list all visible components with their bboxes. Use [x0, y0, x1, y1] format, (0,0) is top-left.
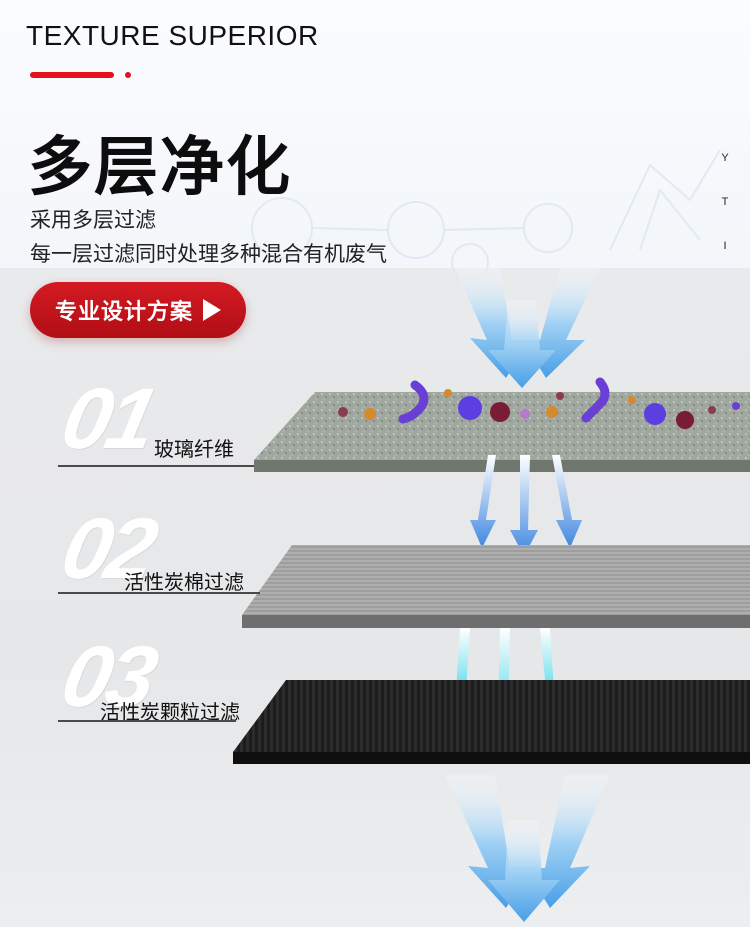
carbon-granule-layer — [233, 680, 750, 764]
header-background — [0, 0, 750, 268]
subtitle-en: TEXTURE SUPERIOR — [26, 20, 319, 51]
glass-fiber-layer — [254, 377, 750, 472]
side-letter: I — [723, 240, 727, 252]
accent-bar — [30, 72, 114, 78]
side-letters: Y T I — [715, 152, 735, 284]
play-icon — [203, 299, 221, 321]
design-plan-button[interactable]: 专业设计方案 — [30, 282, 246, 338]
particle-icon — [338, 377, 740, 429]
airflow-arrow-icon — [455, 268, 600, 388]
description-line-2: 每一层过滤同时处理多种混合有机废气 — [30, 242, 387, 266]
leader-line-1 — [58, 465, 254, 467]
design-plan-label: 专业设计方案 — [54, 300, 193, 325]
carbon-cotton-layer — [242, 545, 750, 628]
leader-line-2 — [58, 592, 260, 594]
leader-line-3 — [58, 720, 236, 722]
layer-label-1: 玻璃纤维 — [154, 437, 234, 461]
page-title: 多层净化 — [28, 131, 292, 205]
side-letter: T — [721, 196, 729, 208]
airflow-arrow-icon — [470, 455, 582, 556]
accent-dot — [125, 72, 131, 78]
airflow-arrow-icon — [445, 775, 610, 922]
side-letter: Y — [721, 152, 729, 164]
description-line-1: 采用多层过滤 — [30, 208, 156, 232]
layer-label-2: 活性炭棉过滤 — [124, 570, 244, 594]
